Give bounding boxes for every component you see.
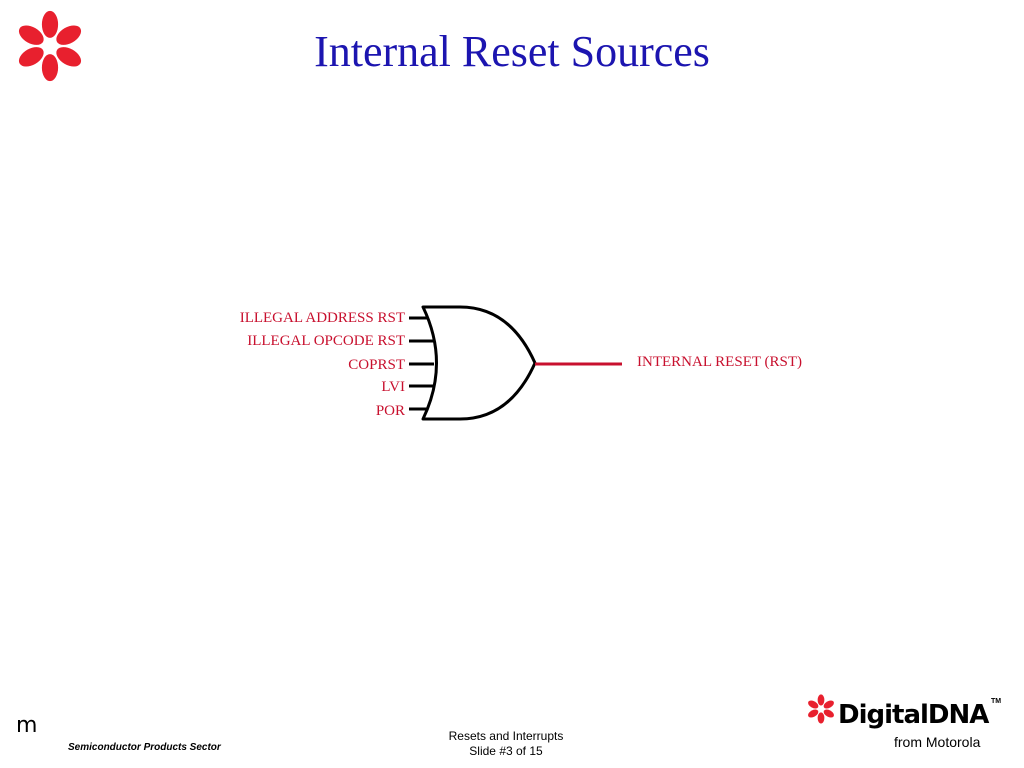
sector-label: Semiconductor Products Sector <box>68 742 221 753</box>
brand-flower-icon <box>808 694 834 724</box>
or-gate-body <box>421 305 537 421</box>
brand-name-dna: DNA <box>927 700 989 730</box>
motorola-m-logo: m <box>16 713 38 738</box>
footer-center: Resets and Interrupts Slide #3 of 15 <box>400 729 612 759</box>
output-label-main: INTERNAL RESET <box>637 354 761 370</box>
output-label-suffix: (RST) <box>764 354 803 370</box>
input-label-illegal-address: ILLEGAL ADDRESS RST <box>239 310 405 326</box>
brand-subtitle: from Motorola <box>894 734 981 750</box>
footer-topic: Resets and Interrupts <box>448 729 564 743</box>
flower-logo-icon <box>18 10 82 82</box>
input-label-por: POR <box>375 403 405 419</box>
input-label-coprst: COPRST <box>348 357 405 373</box>
digital-dna-brand: DigitalDNA TM from Motorola <box>806 690 1006 754</box>
input-label-lvi: LVI <box>381 379 405 395</box>
footer-slide-number: Slide #3 of 15 <box>469 744 543 758</box>
output-label: INTERNAL RESET (RST) <box>637 353 802 371</box>
input-label-illegal-opcode: ILLEGAL OPCODE RST <box>247 333 405 349</box>
brand-name-digital: Digital <box>838 700 929 730</box>
brand-name: DigitalDNA <box>838 700 989 730</box>
brand-trademark: TM <box>991 698 1002 705</box>
slide-title: Internal Reset Sources <box>314 27 710 76</box>
